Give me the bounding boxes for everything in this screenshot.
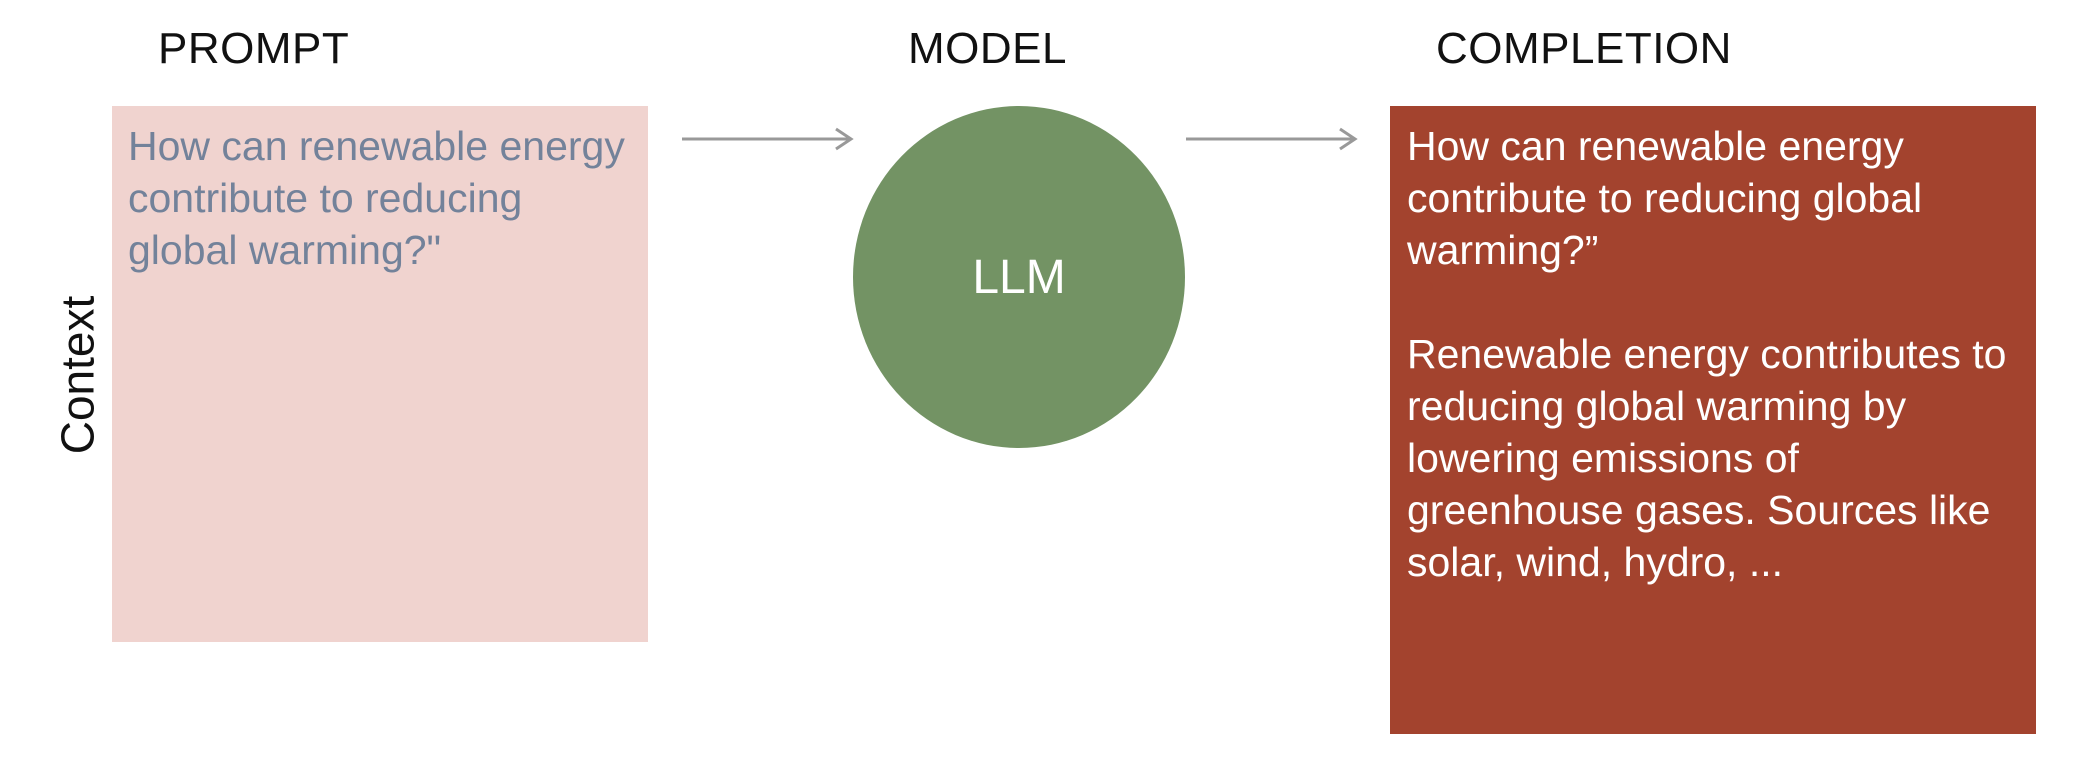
model-heading: MODEL xyxy=(908,24,1067,73)
llm-label: LLM xyxy=(972,250,1066,304)
model-to-completion-arrow xyxy=(1186,127,1358,151)
prompt-text: How can renewable energy contribute to r… xyxy=(128,123,625,273)
context-label: Context xyxy=(51,295,103,455)
completion-box: How can renewable energy contribute to r… xyxy=(1390,106,2036,734)
context-label-container: Context xyxy=(32,296,122,455)
prompt-heading: PROMPT xyxy=(158,24,350,73)
prompt-box: How can renewable energy contribute to r… xyxy=(112,106,648,642)
completion-answer: Renewable energy contributes to reducing… xyxy=(1407,331,2007,585)
completion-question: How can renewable energy contribute to r… xyxy=(1407,123,1923,273)
completion-heading: COMPLETION xyxy=(1436,24,1732,73)
prompt-to-model-arrow xyxy=(682,127,854,151)
llm-node: LLM xyxy=(853,106,1185,448)
